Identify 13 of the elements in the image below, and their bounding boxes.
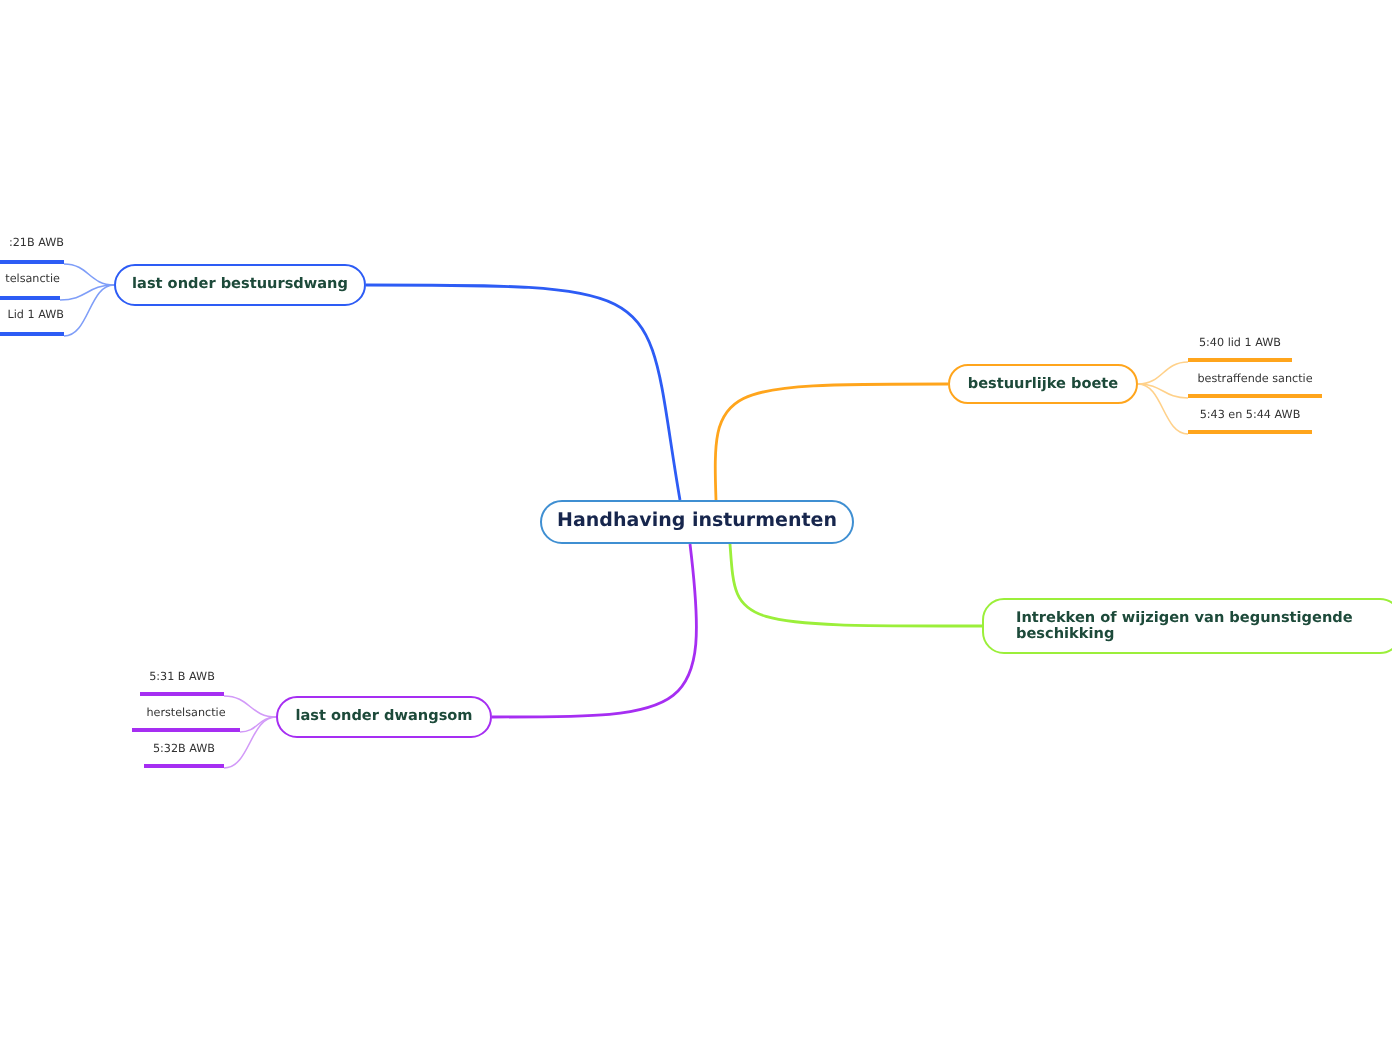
connector-line	[223, 695, 277, 718]
connector-line	[223, 716, 277, 769]
connector-line	[713, 382, 948, 501]
connector-line	[63, 284, 115, 337]
connector-line	[492, 543, 698, 719]
central-topic: Handhaving insturmenten	[540, 500, 854, 544]
connector-line	[1137, 383, 1189, 435]
connector-line	[728, 543, 982, 628]
connector-line	[366, 283, 682, 501]
connector-line	[59, 284, 115, 301]
connector-line	[1137, 383, 1189, 399]
connector-line	[63, 263, 115, 286]
connector-line	[1137, 361, 1189, 385]
